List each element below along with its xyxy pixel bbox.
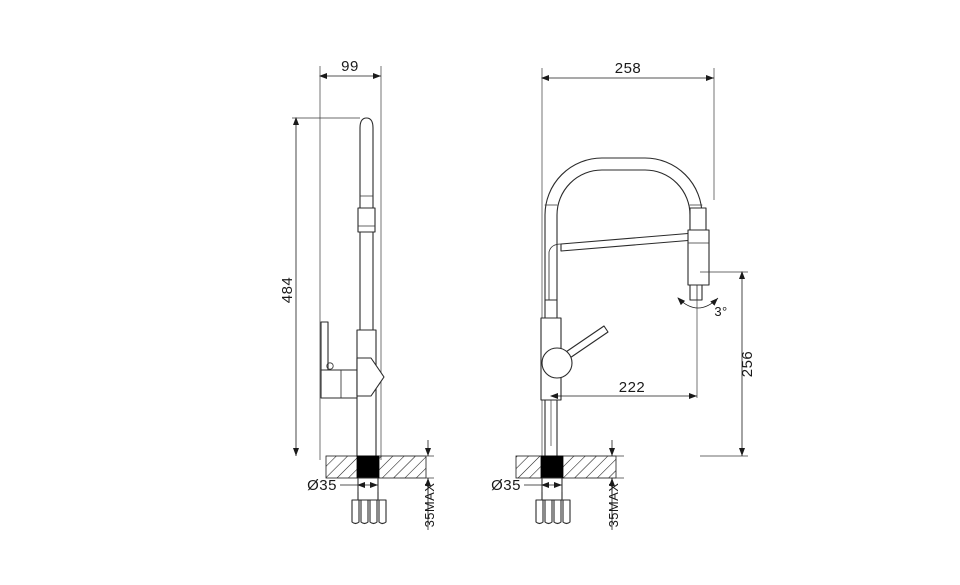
right-dim-256: 256 [700, 271, 756, 457]
dim-label-35max-right: 35MAX [606, 483, 621, 528]
right-view-front-elevation: 258 [491, 60, 756, 530]
right-lever-knob [541, 347, 573, 379]
right-under-counter-assembly [535, 477, 571, 525]
left-dim-dia35: Ø35 [307, 477, 379, 494]
left-supply-hoses [351, 499, 387, 525]
left-threaded-shank [357, 477, 379, 501]
right-spray-head-barrel [687, 229, 710, 286]
right-faucet-body [540, 299, 562, 457]
left-main-column-upper [359, 231, 374, 331]
right-dim-angle-3deg: 3° [677, 297, 727, 319]
left-dim-35max: 35MAX [400, 440, 437, 530]
right-supply-hoses [535, 499, 571, 525]
left-lever-arm [320, 321, 329, 371]
left-dim-99-extension-lines [319, 66, 382, 460]
right-counter-top [515, 455, 617, 479]
right-swivel-arc [677, 297, 719, 309]
right-dim-dia35: Ø35 [491, 477, 563, 494]
left-spray-head-collar [357, 207, 376, 233]
dim-label-256: 256 [739, 351, 756, 378]
right-spray-head-collar [689, 207, 707, 231]
left-dim-484: 484 [279, 117, 360, 456]
left-faucet-body [320, 117, 385, 457]
right-support-rod-elbow [548, 243, 562, 301]
left-dim-99: 99 [319, 58, 381, 79]
dim-label-35max-left: 35MAX [422, 483, 437, 528]
left-spout-upper-tube [359, 117, 374, 209]
right-threaded-shank [541, 477, 563, 501]
right-spray-head [687, 207, 710, 301]
dim-label-258: 258 [615, 60, 642, 77]
right-dim-222: 222 [550, 300, 698, 446]
left-mounting-flange [356, 455, 380, 479]
dim-label-dia35-right: Ø35 [491, 477, 521, 494]
dim-label-99: 99 [341, 58, 359, 75]
left-lever-chevron [356, 357, 385, 397]
dim-label-222: 222 [619, 379, 646, 396]
right-dim-35max: 35MAX [590, 440, 624, 530]
dim-label-dia35-left: Ø35 [307, 477, 337, 494]
left-lever-base-block [320, 369, 358, 399]
dim-label-3deg: 3° [714, 304, 727, 319]
right-lever-handle [541, 325, 609, 379]
right-mounting-flange [540, 455, 564, 479]
left-counter-top [325, 455, 427, 479]
left-lever-pivot [326, 362, 334, 370]
right-counter-hatch [516, 456, 616, 478]
dim-label-484: 484 [279, 277, 296, 304]
left-view-side-elevation: 99 484 [279, 58, 437, 530]
